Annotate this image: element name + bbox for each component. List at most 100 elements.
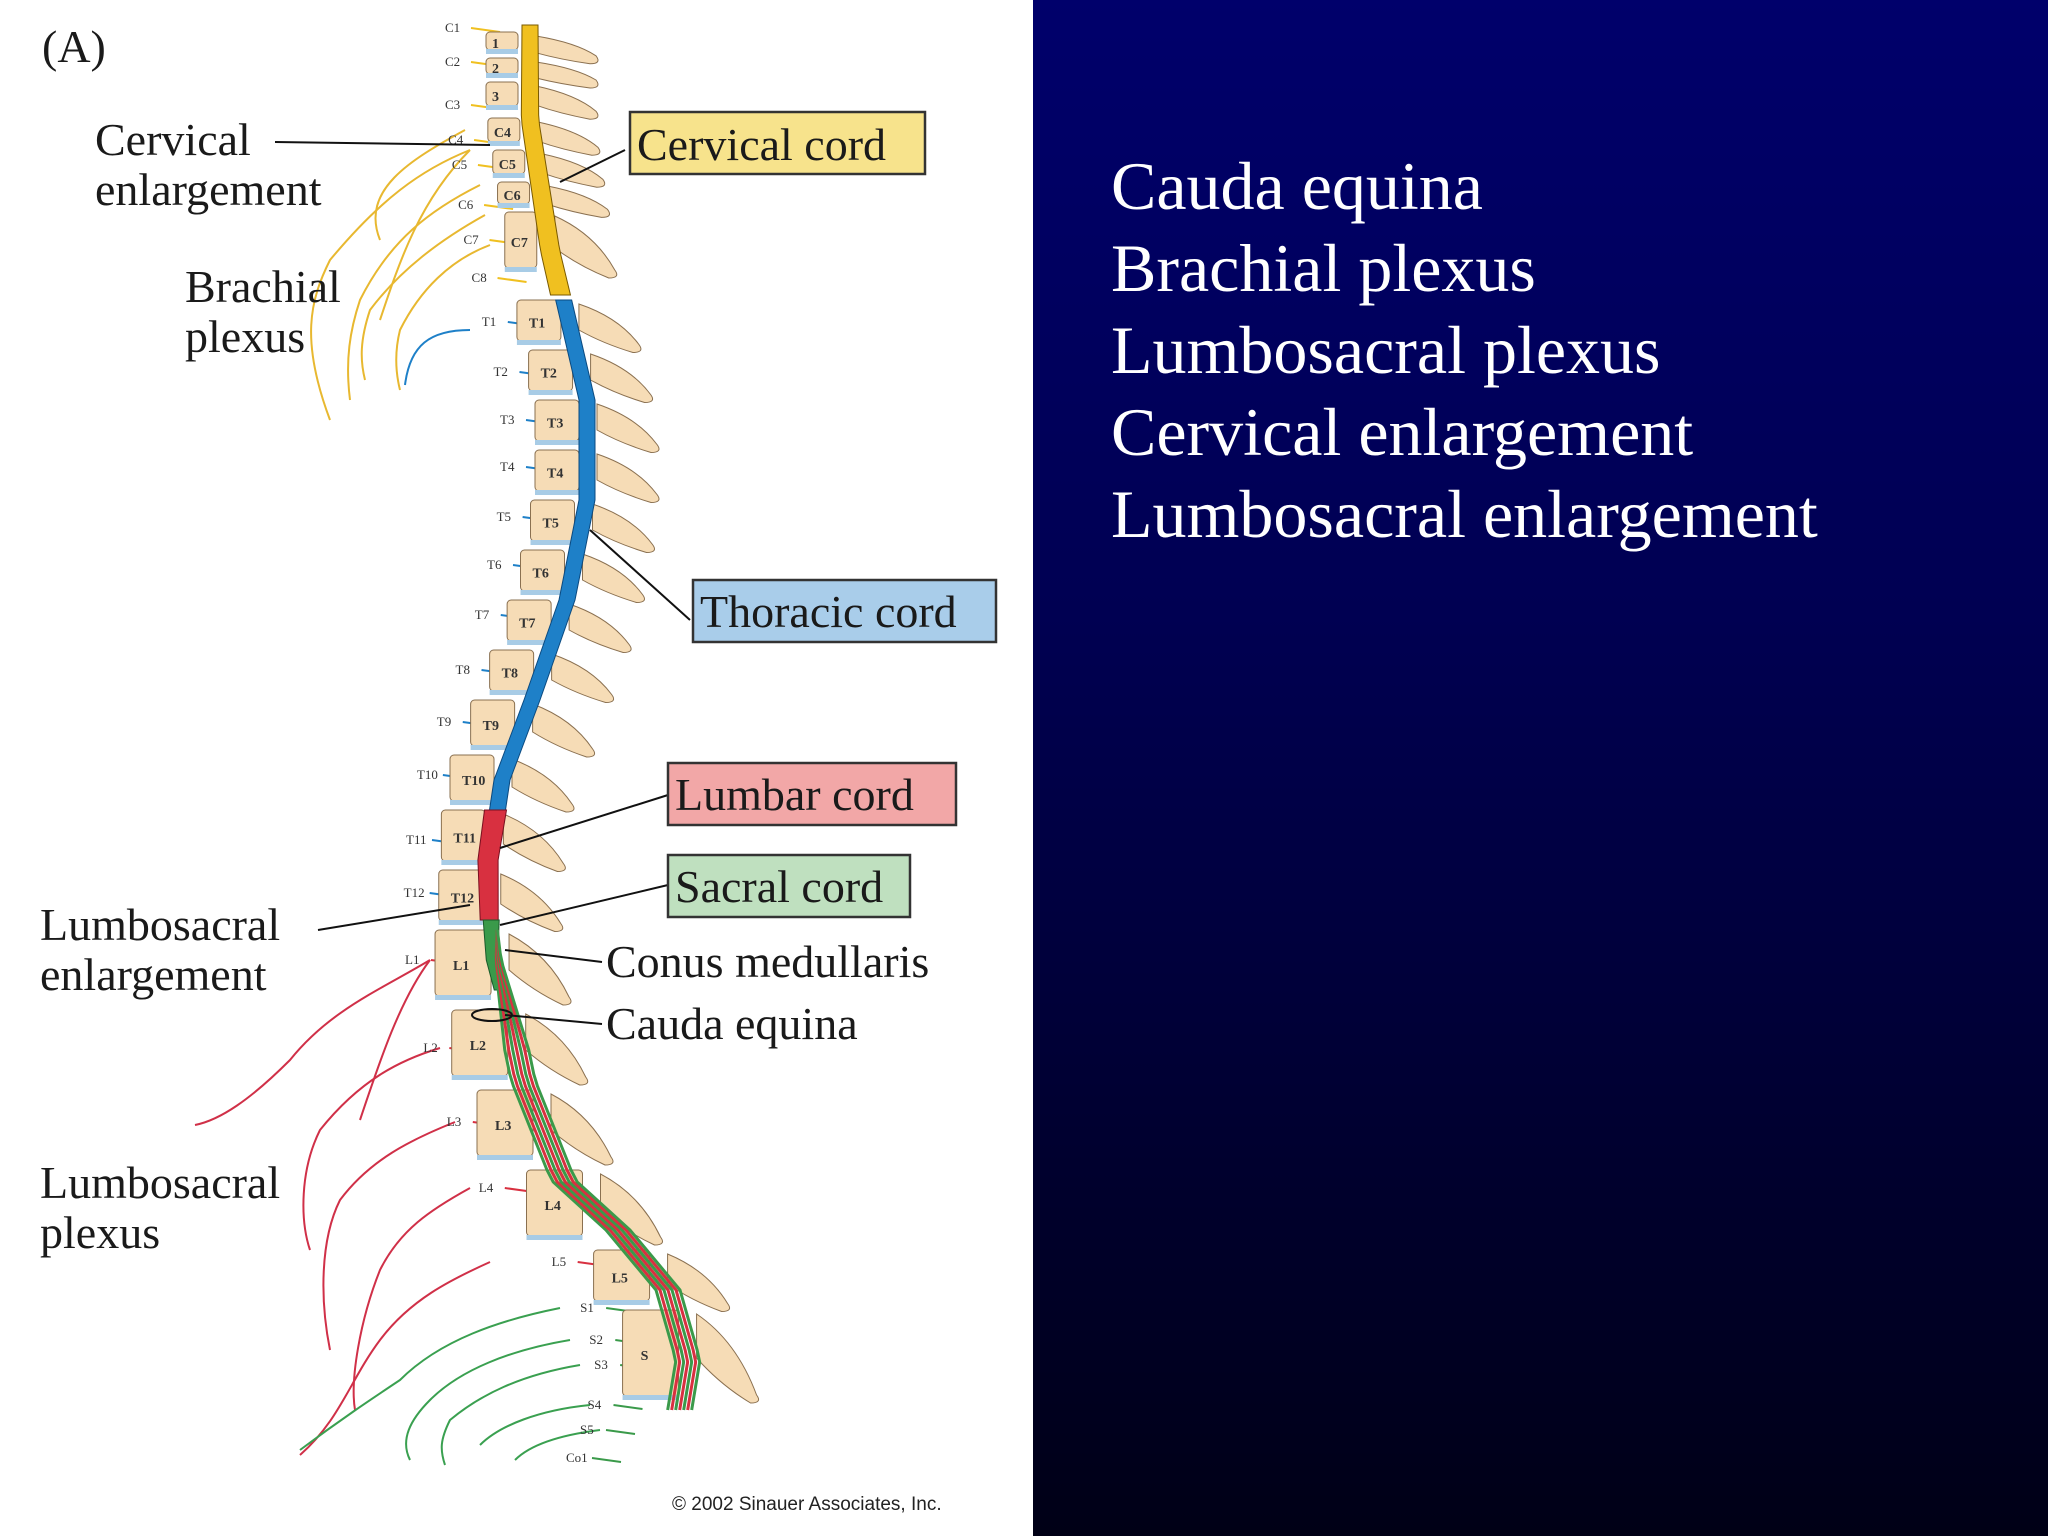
nerve-root-label: C1 — [445, 20, 460, 35]
nerve-root — [605, 1429, 636, 1435]
cauda-equina-strand — [495, 929, 698, 1411]
vertebra-label: L5 — [612, 1272, 628, 1287]
intervertebral-disc — [441, 860, 486, 865]
vertebra-label: L3 — [495, 1119, 511, 1134]
term-item: Cervical enlargement — [1111, 394, 1694, 470]
intervertebral-disc — [492, 173, 525, 178]
terms-panel: Cauda equina Brachial plexus Lumbosacral… — [1033, 0, 2048, 1536]
box-sacral-cord-fill — [666, 853, 912, 919]
nerve-root-label: S2 — [589, 1332, 603, 1347]
spinous-process — [525, 1013, 589, 1086]
spinous-processes — [500, 35, 760, 1404]
box-thoracic-cord-fill — [691, 578, 998, 644]
term-item: Cauda equina — [1111, 148, 1483, 224]
intervertebral-disc — [528, 390, 573, 395]
label-brachial-plexus: Brachial plexus — [185, 261, 352, 362]
spinous-process — [667, 1253, 731, 1313]
brachial-plexus-branch — [310, 149, 471, 421]
spinous-process — [502, 813, 566, 873]
box-thoracic-cord-label: Thoracic cord — [700, 586, 957, 637]
nerve-root-label: Co1 — [566, 1450, 588, 1465]
vertebra-label: T6 — [533, 567, 549, 582]
nerve-root-label: T7 — [475, 607, 490, 622]
intervertebral-disc — [450, 800, 494, 805]
vertebra-label: 1 — [492, 37, 499, 52]
spinous-process — [590, 353, 654, 404]
intervertebral-disc — [486, 73, 518, 78]
nerve-root-label: T6 — [487, 557, 502, 572]
nerve-root-label: T10 — [417, 767, 438, 782]
spinous-process — [596, 453, 660, 504]
nerve-root-label: C4 — [448, 132, 464, 147]
nerve-root-label: C7 — [463, 232, 479, 247]
vertebra-label: C6 — [504, 189, 521, 204]
vertebra-label: T11 — [453, 832, 476, 847]
nerve-root-label: C6 — [458, 197, 474, 212]
nerve-root-label: T3 — [500, 412, 514, 427]
box-lumbar-cord-label: Lumbar cord — [675, 769, 914, 820]
sacral-plexus-branch — [299, 1307, 561, 1451]
intervertebral-disc — [504, 267, 537, 272]
brachial-plexus-branch — [395, 244, 491, 391]
nerve-root-labels: C1C2C3C4C5C6C7C8T1T2T3T4T5T6T7T8T9T10T11… — [404, 20, 608, 1465]
lumbosacral-plexus-branch — [194, 959, 431, 1126]
lumbosacral-plexus-branch — [299, 1261, 491, 1456]
nerve-root-label: T5 — [497, 509, 511, 524]
box-cervical-cord: Cervical cord — [628, 110, 927, 176]
vertebra-label: T9 — [483, 719, 499, 734]
spinous-process — [578, 303, 642, 354]
cauda-equina-strand — [495, 929, 694, 1411]
spinal-cord-diagram: (A) 123C4C5C6C7T1T2T3T4T5T6T7T8T9T10T11T… — [40, 20, 998, 1515]
label-conus-medullaris: Conus medullaris — [606, 936, 929, 987]
intervertebral-disc — [486, 49, 518, 54]
sacral-plexus-branch — [405, 1339, 571, 1461]
sacral-plexus-branch — [479, 1404, 591, 1446]
vertebra-label: S — [641, 1349, 649, 1364]
term-item: Brachial plexus — [1111, 230, 1536, 306]
vertebra-label: C4 — [494, 126, 511, 141]
nerve-root — [613, 1404, 643, 1410]
spinous-process — [592, 503, 655, 554]
spinous-process — [554, 215, 618, 279]
term-item: Lumbosacral plexus — [1111, 312, 1661, 388]
spinous-process — [542, 153, 606, 188]
nerve-root-label: L3 — [447, 1114, 461, 1129]
vertebra-label: T3 — [547, 417, 563, 432]
panel-label: (A) — [42, 21, 106, 72]
leader-lines — [274, 141, 691, 1025]
spinous-process — [550, 1093, 614, 1166]
box-sacral-cord: Sacral cord — [666, 853, 912, 919]
leader-cauda-equina — [504, 1014, 603, 1025]
nerve-root-label: S3 — [594, 1357, 608, 1372]
nerve-root-label: C2 — [445, 54, 460, 69]
lumbosacral-plexus-branch — [359, 959, 431, 1121]
nerve-root-label: L5 — [552, 1254, 566, 1269]
vertebral-body — [485, 57, 519, 75]
intervertebral-disc — [451, 1075, 508, 1080]
intervertebral-disc — [526, 1235, 583, 1240]
vertebra-label: L1 — [453, 959, 469, 974]
brachial-plexus-branch — [360, 214, 486, 381]
leader-thoracic-cord — [589, 529, 691, 621]
brachial-plexus-branch — [374, 129, 466, 241]
brachial-plexus-branch — [379, 149, 471, 321]
label-cauda-equina: Cauda equina — [606, 998, 858, 1049]
box-cervical-cord-label: Cervical cord — [637, 119, 886, 170]
cauda-equina-strand — [495, 929, 690, 1411]
vertebra-label: T1 — [529, 317, 545, 332]
vertebra-label: C5 — [499, 158, 516, 173]
intervertebral-disc — [486, 105, 518, 110]
nerve-root — [591, 1457, 622, 1463]
nerve-root-label: T8 — [456, 662, 470, 677]
term-item: Lumbosacral enlargement — [1111, 476, 1818, 552]
spinous-process — [535, 61, 599, 89]
spinous-process — [532, 703, 596, 758]
nerve-root-label: C3 — [445, 97, 460, 112]
vertebral-body — [485, 31, 519, 51]
intervertebral-disc — [435, 995, 492, 1000]
vertebra-label: T10 — [462, 774, 485, 789]
vertebra-label: L2 — [470, 1039, 486, 1054]
label-cervical-enlargement: Cervical enlargement — [95, 114, 322, 215]
intervertebral-disc — [497, 203, 530, 208]
lumbosacral-plexus-branch — [302, 1047, 441, 1251]
